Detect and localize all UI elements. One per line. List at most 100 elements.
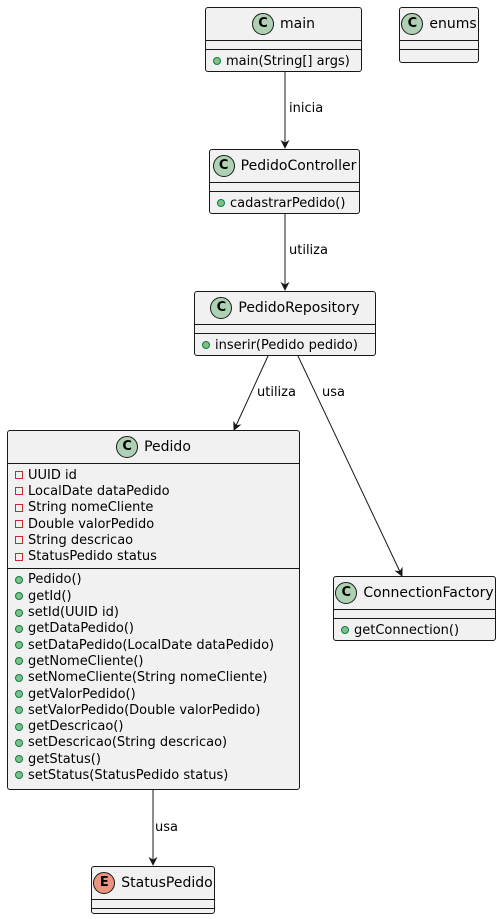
- class-name: Pedido: [144, 439, 191, 455]
- method-text: setStatus(StatusPedido status): [28, 767, 229, 783]
- methods-section: [92, 909, 214, 913]
- field-text: UUID id: [28, 467, 77, 483]
- fields-section: [334, 610, 495, 619]
- relation-arrow-repository-to-pedido: [233, 355, 269, 431]
- method-row: setStatus(StatusPedido status): [14, 767, 299, 783]
- method-text: getDescricao(): [28, 719, 124, 735]
- field-text: StatusPedido status: [28, 549, 157, 565]
- public-visibility-icon: [14, 670, 24, 686]
- method-row: setNomeCliente(String nomeCliente): [14, 670, 299, 686]
- public-visibility-icon: [14, 686, 24, 702]
- method-text: setValorPedido(Double valorPedido): [28, 702, 261, 718]
- private-visibility-icon: [14, 467, 24, 483]
- class-box-factory[interactable]: C ConnectionFactory getConnection(): [333, 576, 496, 641]
- class-box-controller[interactable]: C PedidoController cadastrarPedido(): [209, 149, 360, 214]
- public-visibility-icon: [14, 735, 24, 751]
- field-text: String nomeCliente: [28, 500, 154, 516]
- relation-label: inicia: [289, 101, 324, 116]
- relation-label: utiliza: [289, 243, 328, 258]
- class-icon: C: [335, 582, 358, 604]
- field-row: StatusPedido status: [14, 548, 299, 564]
- method-text: getConnection(): [354, 622, 460, 638]
- method-text: setDataPedido(LocalDate dataPedido): [28, 637, 275, 653]
- field-text: LocalDate dataPedido: [28, 483, 170, 499]
- public-visibility-icon: [340, 622, 350, 638]
- class-header: C Pedido: [8, 431, 299, 464]
- relation-arrow-repository-to-factory: [297, 355, 403, 577]
- class-icon: C: [210, 297, 233, 319]
- public-visibility-icon: [14, 653, 24, 669]
- methods-section: inserir(Pedido pedido): [195, 334, 375, 355]
- method-row: getId(): [14, 588, 299, 604]
- class-header: C PedidoController: [210, 150, 359, 183]
- private-visibility-icon: [14, 483, 24, 499]
- class-name: StatusPedido: [121, 875, 213, 891]
- method-text: Pedido(): [28, 572, 82, 588]
- method-row: inserir(Pedido pedido): [201, 337, 375, 353]
- fields-section: [92, 900, 214, 909]
- method-row: setValorPedido(Double valorPedido): [14, 702, 299, 718]
- private-visibility-icon: [14, 532, 24, 548]
- methods-section: Pedido()getId()setId(UUID id)getDataPedi…: [8, 569, 299, 787]
- class-header: E StatusPedido: [92, 867, 214, 900]
- class-icon: C: [252, 13, 274, 35]
- method-text: getDataPedido(): [28, 621, 134, 637]
- class-icon: C: [212, 155, 235, 177]
- method-text: setId(UUID id): [28, 605, 119, 621]
- method-text: getNomeCliente(): [28, 653, 144, 669]
- field-text: String descricao: [28, 532, 134, 548]
- method-row: setDescricao(String descricao): [14, 735, 299, 751]
- methods-section: getConnection(): [334, 619, 495, 640]
- fields-section: [195, 325, 375, 334]
- class-header: C PedidoRepository: [195, 292, 375, 325]
- method-text: setNomeCliente(String nomeCliente): [28, 670, 268, 686]
- method-text: cadastrarPedido(): [230, 195, 346, 211]
- class-name: PedidoRepository: [238, 300, 360, 316]
- field-row: String nomeCliente: [14, 500, 299, 516]
- method-row: setId(UUID id): [14, 604, 299, 620]
- method-row: getNomeCliente(): [14, 653, 299, 669]
- method-row: main(String[] args): [212, 53, 361, 69]
- method-row: cadastrarPedido(): [216, 195, 359, 211]
- fields-section: [400, 41, 478, 50]
- class-box-status[interactable]: E StatusPedido: [91, 866, 215, 914]
- method-text: getId(): [28, 588, 72, 604]
- class-box-repository[interactable]: C PedidoRepository inserir(Pedido pedido): [194, 291, 376, 356]
- method-row: setDataPedido(LocalDate dataPedido): [14, 637, 299, 653]
- enum-icon: E: [93, 872, 116, 894]
- public-visibility-icon: [14, 702, 24, 718]
- relation-label: usa: [322, 385, 345, 400]
- methods-section: main(String[] args): [206, 50, 361, 71]
- public-visibility-icon: [14, 719, 24, 735]
- method-text: inserir(Pedido pedido): [215, 337, 358, 353]
- method-row: getDataPedido(): [14, 621, 299, 637]
- public-visibility-icon: [14, 621, 24, 637]
- relation-label: utiliza: [257, 385, 296, 400]
- public-visibility-icon: [14, 605, 24, 621]
- method-row: getConnection(): [340, 622, 495, 638]
- public-visibility-icon: [212, 53, 222, 69]
- methods-section: cadastrarPedido(): [210, 192, 359, 213]
- private-visibility-icon: [14, 500, 24, 516]
- class-name: ConnectionFactory: [363, 585, 494, 601]
- class-name: main: [280, 16, 315, 32]
- private-visibility-icon: [14, 549, 24, 565]
- class-name: enums: [429, 16, 477, 32]
- method-text: main(String[] args): [226, 53, 350, 69]
- fields-section: [210, 183, 359, 192]
- relation-label: usa: [155, 820, 178, 835]
- method-row: getStatus(): [14, 751, 299, 767]
- public-visibility-icon: [201, 337, 211, 353]
- field-row: String descricao: [14, 532, 299, 548]
- method-text: getValorPedido(): [28, 686, 136, 702]
- class-name: PedidoController: [240, 158, 357, 174]
- method-text: setDescricao(String descricao): [28, 735, 228, 751]
- class-icon: C: [116, 436, 139, 458]
- methods-section: [400, 50, 478, 58]
- class-icon: C: [401, 13, 424, 35]
